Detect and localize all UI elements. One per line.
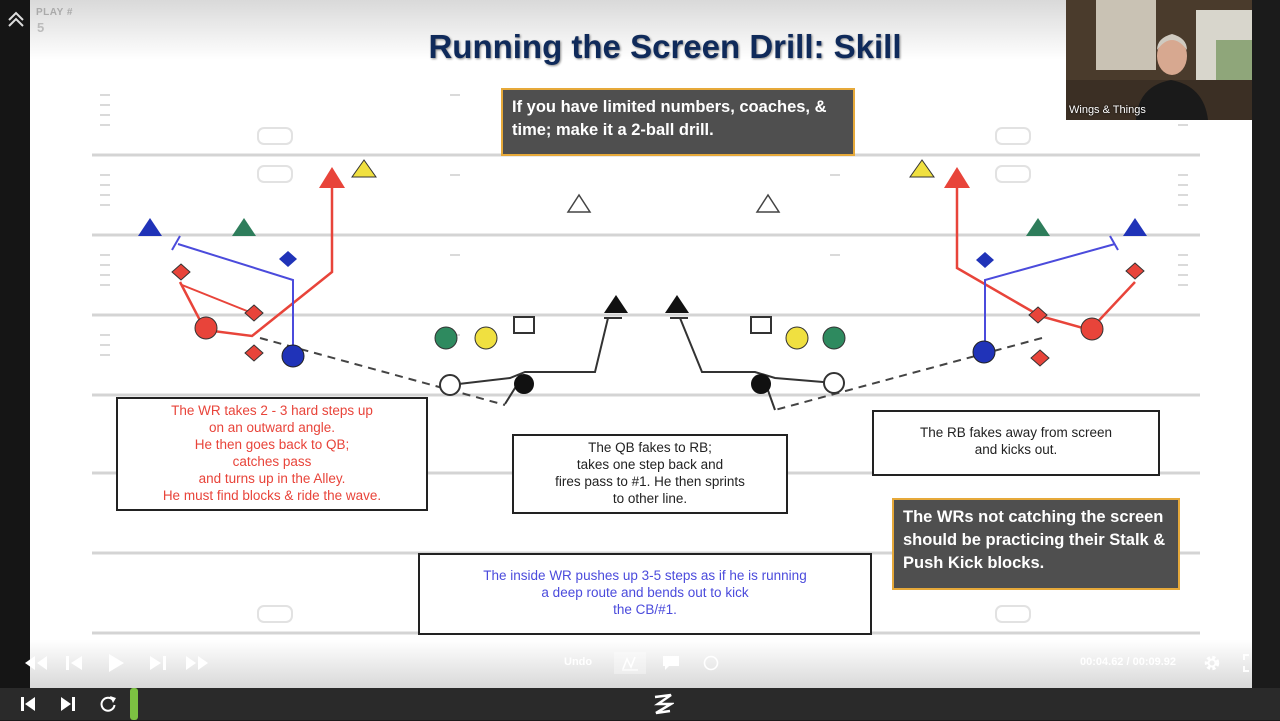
progress-marker — [130, 688, 138, 720]
fast-forward-icon[interactable] — [182, 652, 212, 674]
collapse-chevron-up-icon[interactable] — [6, 10, 26, 30]
skip-to-start-icon[interactable] — [22, 652, 50, 674]
comment-icon[interactable] — [660, 652, 682, 674]
step-back-icon[interactable] — [62, 652, 88, 674]
qb-route-right — [679, 317, 836, 384]
callout-two-ball-drill: If you have limited numbers, coaches, & … — [501, 88, 855, 156]
webcam-person-image — [1066, 0, 1252, 120]
pen-icon[interactable] — [614, 652, 646, 674]
right-edge-strip — [1252, 120, 1280, 688]
qb-route-left — [449, 317, 609, 386]
time-display: 00:04.62 / 00:09.92 — [1080, 656, 1177, 668]
left-sidebar — [0, 0, 30, 688]
play-number-value: 5 — [37, 20, 45, 35]
callout-stalk-push-kick: The WRs not catching the screen should b… — [892, 498, 1180, 590]
slide-header-gradient — [30, 0, 1252, 60]
circle-icon[interactable] — [700, 652, 722, 674]
webcam-video-tile: Wings & Things — [1066, 0, 1252, 120]
route-arrow-left — [319, 167, 345, 188]
slide-title: Running the Screen Drill: Skill — [428, 28, 902, 65]
wr-route-left — [178, 185, 334, 338]
note-qb-instructions: The QB fakes to RB; takes one step back … — [512, 434, 788, 514]
route-arrow-right — [944, 167, 970, 188]
participant-name: Wings & Things — [1069, 104, 1146, 116]
undo-button[interactable]: Undo — [564, 656, 593, 668]
pass-line-right — [774, 337, 1043, 411]
next-icon[interactable] — [58, 694, 78, 719]
note-wr-instructions: The WR takes 2 - 3 hard steps up on an o… — [116, 397, 428, 511]
slide-canvas: Running the Screen Drill: Skill If you h… — [30, 0, 1252, 688]
inside-wr-route-left — [177, 243, 294, 350]
note-inside-wr-instructions: The inside WR pushes up 3-5 steps as if … — [418, 553, 872, 635]
previous-icon[interactable] — [18, 694, 38, 719]
logo-icon — [652, 692, 676, 721]
play-icon[interactable] — [104, 652, 128, 674]
player-controls-band — [30, 640, 1252, 688]
settings-icon[interactable] — [1200, 652, 1224, 674]
play-number-label: PLAY # — [36, 7, 73, 18]
inside-wr-route-right — [984, 243, 1116, 350]
bottom-toolbar — [0, 688, 1280, 720]
step-forward-icon[interactable] — [144, 652, 170, 674]
refresh-icon[interactable] — [98, 694, 118, 719]
note-rb-instructions: The RB fakes away from screen and kicks … — [872, 410, 1160, 476]
